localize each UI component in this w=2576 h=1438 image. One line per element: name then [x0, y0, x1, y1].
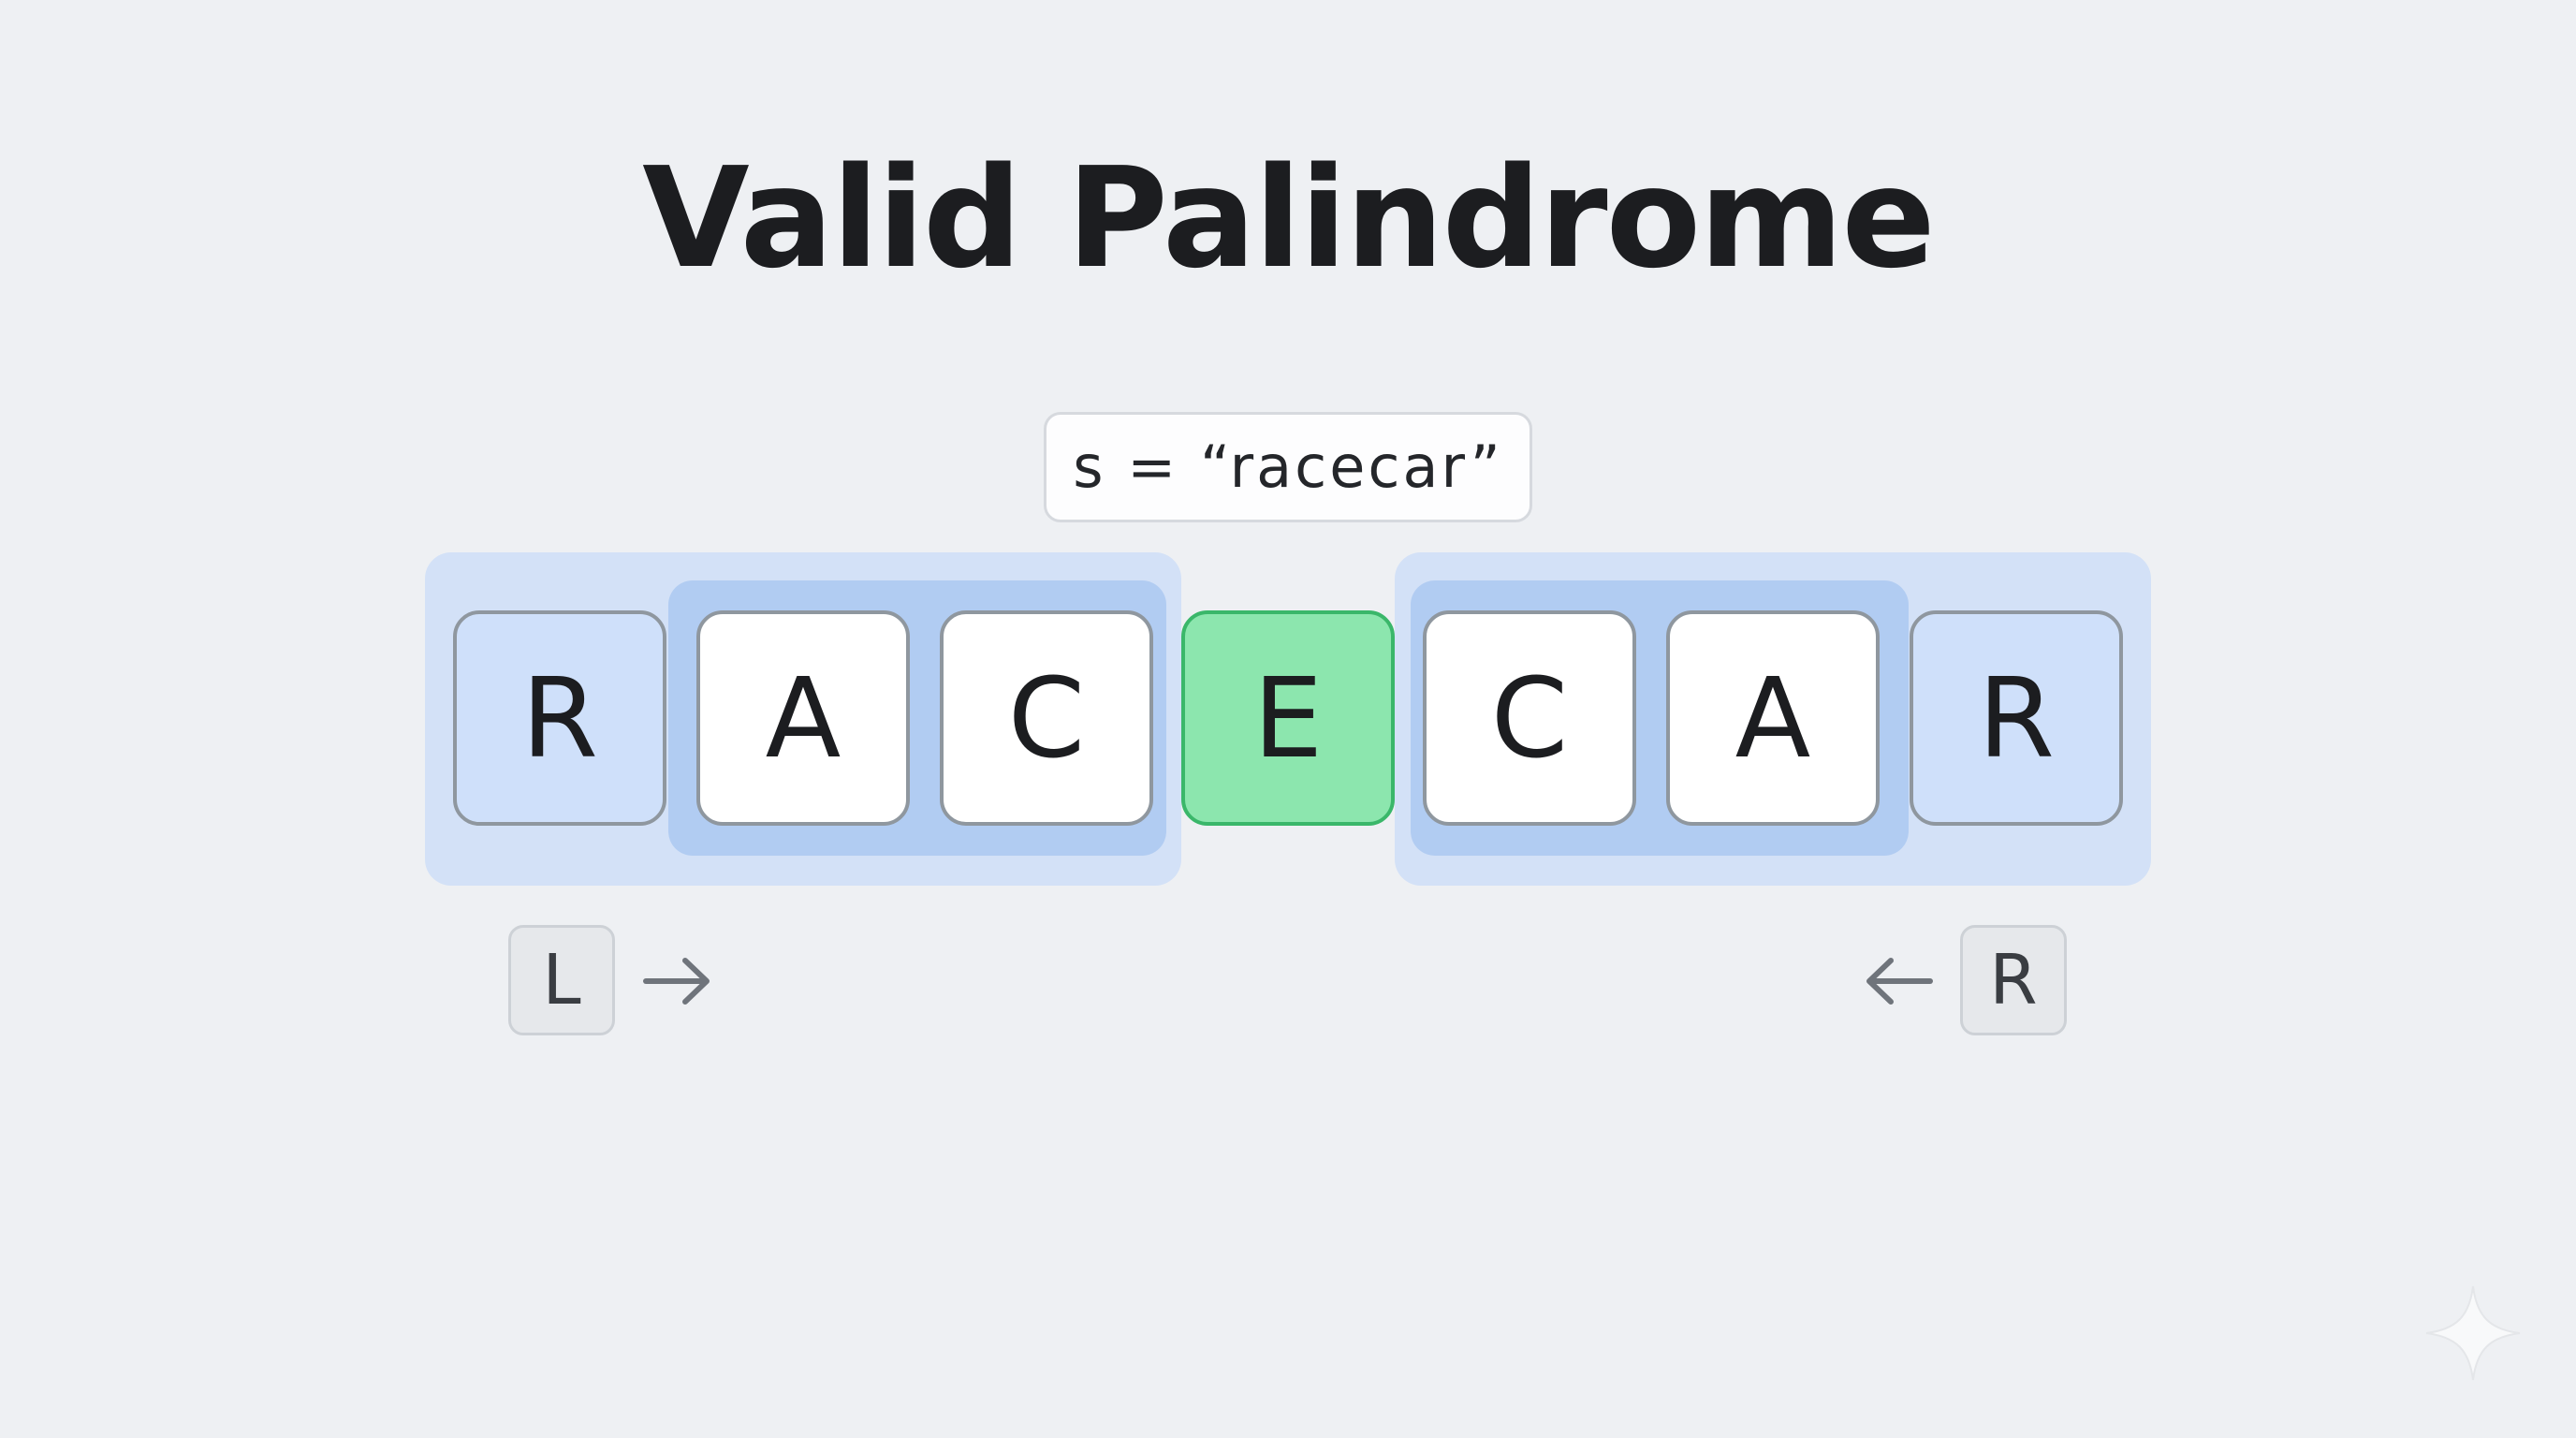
char-cell-3-center: E [1181, 610, 1395, 826]
char-cell-6: R [1910, 610, 2123, 826]
char-cell-0: R [453, 610, 666, 826]
right-pointer-label: R [1960, 925, 2067, 1035]
left-pointer-label: L [508, 925, 615, 1035]
input-string-label: s = “racecar” [1044, 412, 1532, 522]
page-title: Valid Palindrome [642, 138, 1936, 299]
char-cell-5: A [1666, 610, 1880, 826]
char-cell-2: C [940, 610, 1153, 826]
char-cell-4: C [1423, 610, 1636, 826]
char-cell-1: A [696, 610, 910, 826]
arrow-left-icon [1866, 958, 1933, 1005]
sparkle-icon [2425, 1285, 2521, 1381]
arrow-right-icon [643, 958, 710, 1005]
